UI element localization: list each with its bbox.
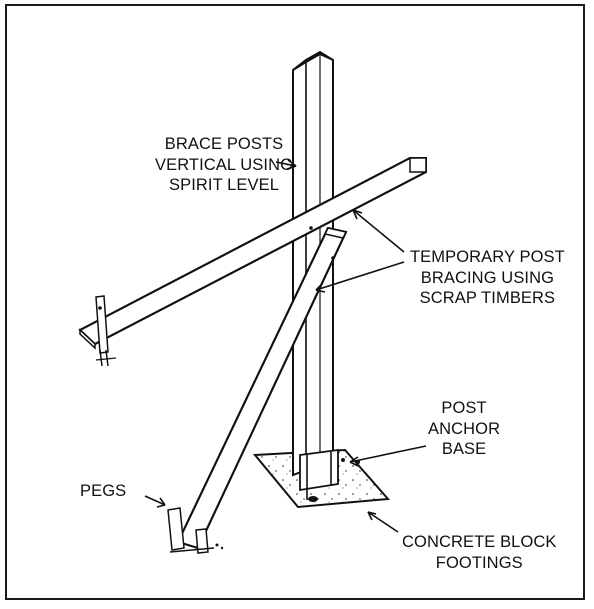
- label-brace-posts-line-3: SPIRIT LEVEL: [169, 176, 280, 194]
- label-concrete-footings-line-1: CONCRETE BLOCK: [402, 533, 557, 551]
- label-brace-posts-line-2: VERTICAL USING: [155, 155, 294, 174]
- label-brace-posts: BRACE POSTS VERTICAL USING SPIRIT LEVEL: [155, 134, 293, 196]
- upper-brace-timber: [78, 157, 427, 367]
- label-post-anchor-base: POST ANCHOR BASE: [428, 398, 500, 460]
- label-temporary-bracing-line-3: SCRAP TIMBERS: [419, 289, 556, 307]
- label-concrete-footings-line-2: FOOTINGS: [435, 553, 523, 572]
- label-temporary-bracing: TEMPORARY POST BRACING USING SCRAP TIMBE…: [410, 247, 565, 309]
- label-post-anchor-line-1: POST: [441, 399, 487, 417]
- leader-arrows: [144, 159, 427, 533]
- label-post-anchor-line-3: BASE: [441, 440, 487, 458]
- label-temporary-bracing-line-2: BRACING USING: [420, 268, 555, 287]
- label-brace-posts-line-1: BRACE POSTS: [164, 135, 284, 153]
- label-post-anchor-line-2: ANCHOR: [428, 419, 501, 438]
- label-pegs: PEGS: [80, 482, 127, 500]
- label-temporary-bracing-line-1: TEMPORARY POST: [410, 248, 565, 266]
- label-concrete-footings: CONCRETE BLOCK FOOTINGS: [402, 532, 557, 573]
